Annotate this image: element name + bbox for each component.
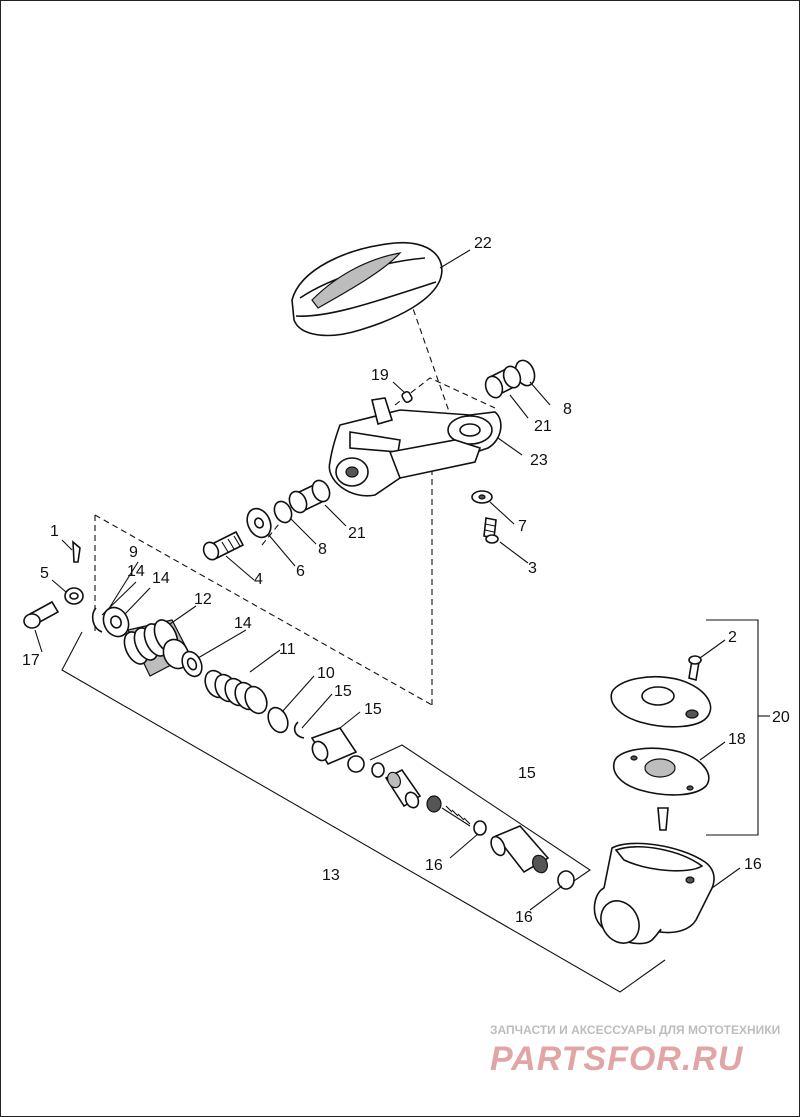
master-cylinder-body (593, 842, 715, 945)
group-brackets (61, 619, 770, 993)
callout-10: 10 (317, 665, 335, 682)
callout-15-a: 15 (334, 683, 352, 700)
watermark-logo: PARTSFOR.RU (490, 1040, 744, 1078)
callout-15-b: 15 (364, 701, 382, 718)
callout-12: 12 (194, 591, 212, 608)
clevis-pin-group (23, 540, 84, 629)
callout-17: 17 (22, 652, 40, 669)
callout-11: 11 (279, 641, 296, 658)
callout-5: 5 (40, 565, 49, 582)
piston-assembly (371, 762, 575, 890)
callout-19: 19 (371, 367, 389, 384)
callout-14-a: 14 (127, 563, 145, 580)
callout-15-c: 15 (518, 765, 536, 782)
shift-lever (328, 397, 502, 497)
callout-14-b: 14 (152, 570, 170, 587)
callout-20: 20 (772, 709, 790, 726)
boot-and-spring-stack (91, 606, 305, 739)
callout-9: 9 (129, 544, 138, 561)
callout-23: 23 (530, 452, 548, 469)
callout-8-lower: 8 (318, 541, 327, 558)
bushing-upper (484, 359, 536, 399)
callout-16-a: 16 (425, 857, 443, 874)
callout-4: 4 (254, 571, 263, 588)
callout-6: 6 (296, 563, 305, 580)
callout-18: 18 (728, 731, 746, 748)
callout-21-lower: 21 (348, 525, 366, 542)
callout-16-b: 16 (515, 909, 533, 926)
callout-1: 1 (50, 523, 59, 540)
callout-13: 13 (322, 867, 340, 884)
callout-labels: 22 19 8 21 23 7 21 3 8 6 4 1 9 14 14 5 1… (22, 235, 790, 926)
callout-21: 21 (534, 418, 552, 435)
watermark: ЗАПЧАСТИ И АКСЕССУАРЫ ДЛЯ МОТОТЕХНИКИ PA… (490, 1023, 780, 1078)
watermark-tagline: ЗАПЧАСТИ И АКСЕССУАРЫ ДЛЯ МОТОТЕХНИКИ (490, 1023, 780, 1037)
push-rod (310, 727, 365, 773)
footpeg-pad (291, 241, 443, 337)
reservoir-cover-group (610, 655, 712, 831)
screw-and-washer (471, 490, 499, 544)
pivot-bolt-stack (202, 479, 331, 561)
callout-14-c: 14 (234, 615, 252, 632)
callout-22: 22 (474, 235, 492, 252)
callout-7: 7 (518, 518, 527, 535)
leader-lines (34, 249, 741, 911)
callout-2: 2 (728, 629, 737, 646)
callout-8: 8 (563, 401, 572, 418)
callout-16-c: 16 (744, 856, 762, 873)
callout-3: 3 (528, 560, 537, 577)
